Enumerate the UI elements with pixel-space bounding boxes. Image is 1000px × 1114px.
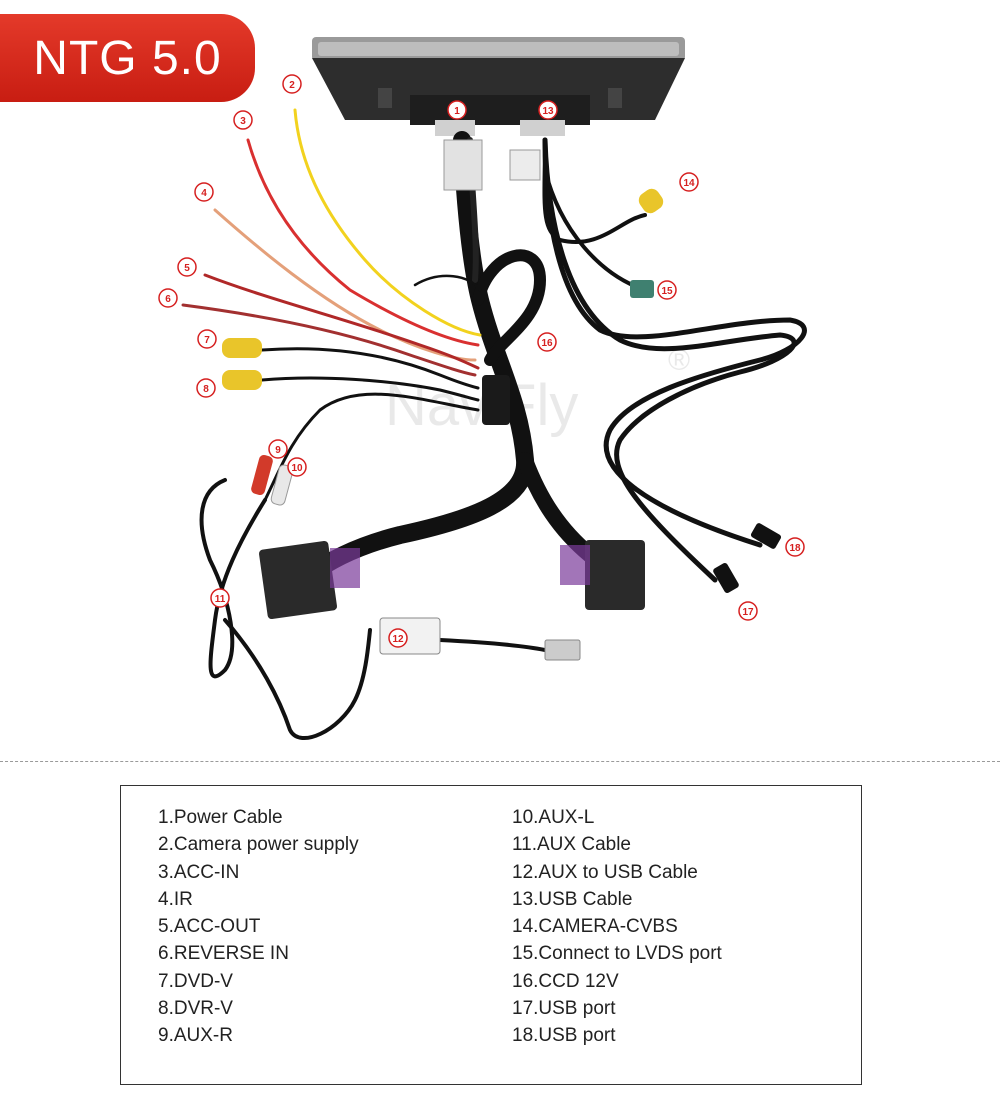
legend-item: 16.CCD 12V xyxy=(512,970,619,992)
callout-11: 11 xyxy=(210,588,230,608)
legend-item: 6.REVERSE IN xyxy=(158,943,289,965)
callout-3: 3 xyxy=(233,110,253,130)
callout-12: 12 xyxy=(388,628,408,648)
svg-text:16: 16 xyxy=(541,338,553,349)
legend-item: 1.Power Cable xyxy=(158,807,283,828)
legend-item: 17.USB port xyxy=(512,998,616,1020)
callout-10: 10 xyxy=(287,457,307,477)
legend-item: 2.Camera power supply xyxy=(158,834,359,856)
callout-9: 9 xyxy=(268,439,288,459)
watermark-mark: ® xyxy=(668,344,690,377)
model-badge: NTG 5.0 xyxy=(0,14,255,102)
callout-17: 17 xyxy=(738,601,758,621)
legend-item: 8.DVR-V xyxy=(158,998,233,1020)
callout-2: 2 xyxy=(282,74,302,94)
legend-item: 11.AUX Cable xyxy=(512,834,631,856)
legend-item: 18.USB port xyxy=(512,1025,616,1047)
callout-6: 6 xyxy=(158,288,178,308)
svg-text:12: 12 xyxy=(392,634,404,645)
legend-item: 10.AUX-L xyxy=(512,807,595,828)
legend-item: 4.IR xyxy=(158,888,193,910)
callout-13: 13 xyxy=(538,100,558,120)
wiring-diagram: NaviFly ® xyxy=(158,37,807,741)
legend-column-left: 1.Power Cable 2.Camera power supply 3.AC… xyxy=(158,804,359,1050)
watermark-text: NaviFly xyxy=(385,373,578,438)
connectors xyxy=(222,139,782,661)
callout-4: 4 xyxy=(194,182,214,202)
svg-text:3: 3 xyxy=(240,116,246,127)
callout-15: 15 xyxy=(657,280,677,300)
callout-8: 8 xyxy=(196,378,216,398)
svg-text:11: 11 xyxy=(215,594,226,605)
svg-text:4: 4 xyxy=(201,188,207,199)
callouts: 1 2 3 4 5 6 7 8 9 10 11 12 13 14 15 16 1… xyxy=(158,74,805,648)
svg-text:10: 10 xyxy=(291,463,303,474)
callout-16: 16 xyxy=(537,332,557,352)
legend-item: 12.AUX to USB Cable xyxy=(512,861,698,883)
svg-text:18: 18 xyxy=(789,543,801,554)
svg-text:8: 8 xyxy=(203,384,209,395)
model-badge-label: NTG 5.0 xyxy=(33,31,222,85)
legend-item: 15.Connect to LVDS port xyxy=(512,943,722,965)
legend-column-right: 10.AUX-L 11.AUX Cable 12.AUX to USB Cabl… xyxy=(512,804,722,1050)
harness-cables xyxy=(181,108,807,741)
legend-item: 3.ACC-IN xyxy=(158,861,240,883)
section-divider xyxy=(0,761,1000,762)
svg-text:14: 14 xyxy=(683,178,695,189)
svg-text:6: 6 xyxy=(165,294,171,305)
legend-item: 13.USB Cable xyxy=(512,888,633,910)
legend-item: 7.DVD-V xyxy=(158,970,233,992)
legend-item: 14.CAMERA-CVBS xyxy=(512,916,678,938)
legend-box: 1.Power Cable 2.Camera power supply 3.AC… xyxy=(120,785,862,1085)
svg-text:15: 15 xyxy=(661,286,673,297)
callout-5: 5 xyxy=(177,257,197,277)
callout-18: 18 xyxy=(785,537,805,557)
svg-text:1: 1 xyxy=(454,106,460,117)
callout-7: 7 xyxy=(197,329,217,349)
head-unit xyxy=(312,37,685,136)
svg-text:13: 13 xyxy=(542,106,554,117)
svg-text:5: 5 xyxy=(184,263,190,274)
callout-1: 1 xyxy=(447,100,467,120)
legend-item: 5.ACC-OUT xyxy=(158,916,261,938)
svg-text:9: 9 xyxy=(275,445,281,456)
svg-text:7: 7 xyxy=(204,335,210,346)
svg-text:17: 17 xyxy=(742,607,754,618)
svg-text:2: 2 xyxy=(289,80,295,91)
legend-item: 9.AUX-R xyxy=(158,1025,233,1047)
callout-14: 14 xyxy=(679,172,699,192)
